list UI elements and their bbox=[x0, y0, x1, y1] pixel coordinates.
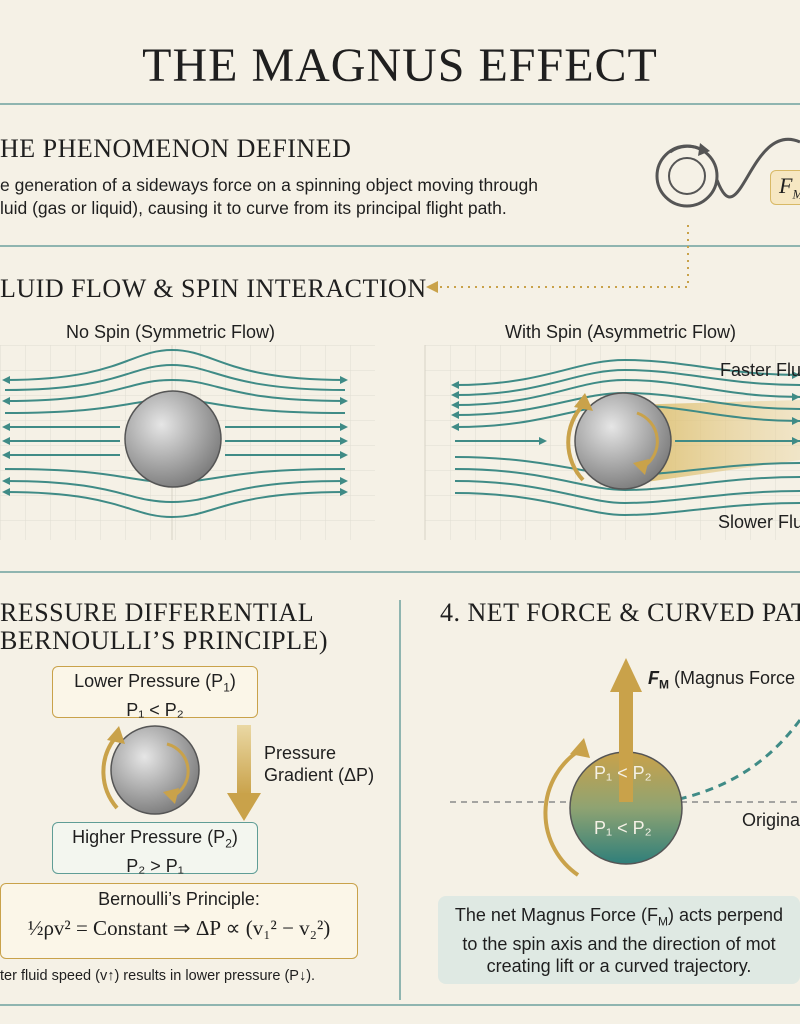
lower-pressure-subscript: 1 bbox=[223, 680, 230, 695]
title-divider bbox=[0, 103, 800, 105]
vertical-divider bbox=[399, 600, 401, 1000]
info-line1-end: ) acts perpend bbox=[668, 905, 784, 925]
net-force-info-box: The net Magnus Force (FM) acts perpend t… bbox=[438, 896, 800, 984]
dotted-connector bbox=[426, 225, 689, 293]
slower-flow-label: Slower Flu bbox=[718, 512, 800, 532]
with-spin-label: With Spin (Asymmetric Flow) bbox=[505, 322, 737, 342]
lower-pressure-text: Lower Pressure (P bbox=[74, 671, 224, 691]
ball-bottom-pressure: P₁ < P₂ bbox=[594, 818, 652, 838]
ball-top-pressure: P₁ < P₂ bbox=[594, 763, 652, 783]
lower-pressure-box: Lower Pressure (P1) P₁ < P₂ bbox=[52, 666, 258, 720]
force-label-text: (Magnus Force bbox=[674, 668, 796, 688]
info-line1: The net Magnus Force (F bbox=[454, 905, 658, 925]
chip-subscript: M bbox=[792, 186, 800, 201]
section2-divider bbox=[0, 571, 800, 573]
section1-text-line1: e generation of a sideways force on a sp… bbox=[0, 175, 538, 195]
section1-text-line2: luid (gas or liquid), causing it to curv… bbox=[0, 198, 507, 218]
section1-heading: HE PHENOMENON DEFINED bbox=[0, 134, 352, 163]
asymmetric-flow-diagram bbox=[424, 345, 800, 540]
higher-pressure-box: Higher Pressure (P2) P₂ > P₁ bbox=[52, 822, 258, 876]
section3-heading-line1: RESSURE DIFFERENTIAL bbox=[0, 598, 315, 627]
pressure-gradient-label-line1: Pressure bbox=[264, 743, 337, 763]
force-subscript: M bbox=[659, 677, 669, 692]
spinning-ball-diagram bbox=[101, 725, 200, 815]
magnus-force-label: FM (Magnus Force bbox=[648, 668, 795, 692]
faster-flow-label: Faster Flu bbox=[720, 360, 800, 380]
bernoulli-footnote: ter fluid speed (v↑) results in lower pr… bbox=[0, 968, 316, 984]
bernoulli-formula: ½ρv² = Constant ⇒ ΔP ∝ (v₁² − v₂²) bbox=[27, 916, 331, 940]
lower-pressure-relation: P₁ < P₂ bbox=[126, 699, 184, 720]
section3-heading-line2: BERNOULLI’S PRINCIPLE) bbox=[0, 626, 329, 655]
higher-pressure-relation: P₂ > P₁ bbox=[126, 855, 184, 876]
higher-pressure-subscript: 2 bbox=[225, 836, 232, 851]
section2-heading: LUID FLOW & SPIN INTERACTION bbox=[0, 274, 427, 303]
bernoulli-title: Bernoulli’s Principle: bbox=[98, 889, 260, 909]
pressure-gradient-arrow bbox=[227, 725, 261, 821]
section4-heading: 4. NET FORCE & CURVED PAT bbox=[440, 598, 800, 627]
force-symbol: F bbox=[648, 668, 659, 688]
info-line2: to the spin axis and the direction of mo… bbox=[462, 933, 776, 954]
info-line1-subscript: M bbox=[658, 914, 668, 929]
original-path-label: Origina bbox=[742, 810, 800, 830]
pressure-gradient-label-line2: Gradient (ΔP) bbox=[264, 765, 375, 785]
chip-symbol: F bbox=[779, 173, 793, 198]
magnus-force-chip: FM bbox=[770, 170, 800, 206]
bernoulli-formula-box: Bernoulli’s Principle: ½ρv² = Constant ⇒… bbox=[0, 883, 358, 959]
info-line3: creating lift or a curved trajectory. bbox=[486, 955, 752, 976]
symmetric-flow-diagram bbox=[0, 345, 375, 540]
higher-pressure-text: Higher Pressure (P bbox=[72, 827, 226, 847]
page-title: THE MAGNUS EFFECT bbox=[142, 39, 658, 92]
bottom-divider bbox=[0, 1004, 800, 1006]
no-spin-label: No Spin (Symmetric Flow) bbox=[66, 322, 276, 342]
section1-divider bbox=[0, 245, 800, 247]
spin-trajectory-icon bbox=[655, 137, 800, 208]
net-force-diagram bbox=[450, 658, 800, 877]
